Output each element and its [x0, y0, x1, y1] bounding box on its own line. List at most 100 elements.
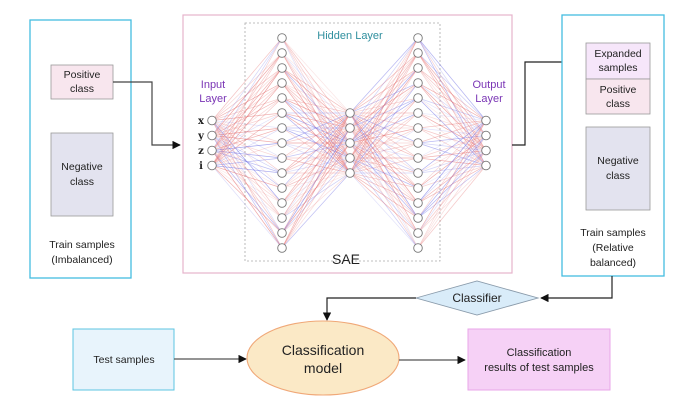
- network-edge: [349, 112, 419, 189]
- input-layer-label: Input: [201, 79, 225, 91]
- hidden-1-node: [277, 138, 287, 148]
- results-label: Classification: [507, 347, 572, 359]
- hidden-1-node: [277, 243, 287, 253]
- network-edge: [417, 112, 487, 136]
- network-edge: [349, 67, 419, 129]
- negative-class-box: Negative class: [50, 132, 114, 217]
- network-edge: [281, 142, 351, 204]
- network-edge: [211, 52, 283, 151]
- network-edge: [349, 127, 419, 144]
- hidden-2-node: [413, 198, 423, 208]
- negative-class-label-2: class: [70, 176, 94, 188]
- network-edge: [417, 135, 487, 204]
- network-edge: [417, 165, 487, 204]
- network-edge: [281, 127, 351, 159]
- right-negative-class-label-2: class: [606, 170, 630, 182]
- network-edge: [417, 150, 487, 159]
- right-caption-line-1: Train samples: [580, 227, 646, 239]
- network-edge: [211, 82, 283, 166]
- positive-class-label: Positive: [64, 69, 101, 81]
- network-edge: [281, 127, 351, 144]
- hidden-2-node: [413, 93, 423, 103]
- network-edge: [417, 142, 487, 166]
- hidden-1-node: [277, 93, 287, 103]
- network-edge: [417, 120, 487, 189]
- network-edge: [281, 127, 351, 144]
- network-edge: [211, 165, 283, 174]
- network-edge: [417, 67, 487, 151]
- network-edge: [349, 52, 419, 114]
- network-edge: [281, 127, 351, 204]
- network-edge: [211, 127, 283, 136]
- network-edge: [417, 82, 487, 166]
- hidden-1-node: [277, 33, 287, 43]
- hidden-1-node: [277, 198, 287, 208]
- network-edge: [349, 112, 419, 174]
- network-edge: [281, 82, 351, 114]
- expanded-samples-label-2: samples: [598, 62, 637, 74]
- network-edge: [211, 82, 283, 121]
- output-node: [481, 115, 491, 126]
- right-negative-class-box: Negative class: [585, 126, 651, 211]
- arrow-to-expanded: [512, 57, 583, 146]
- network-edge: [281, 127, 351, 219]
- network-edge: [417, 120, 487, 249]
- network-edge: [281, 142, 351, 249]
- network-edge: [211, 52, 283, 121]
- network-edge: [417, 52, 487, 121]
- test-samples-box: Test samples: [72, 328, 175, 391]
- right-positive-class-label: Positive: [600, 84, 637, 96]
- network-edge: [349, 97, 419, 144]
- network-edge: [417, 135, 487, 174]
- network-edge: [417, 135, 487, 249]
- classifier-label: Classifier: [452, 291, 501, 305]
- input-var-z: z: [198, 146, 204, 157]
- network-edge: [281, 142, 351, 189]
- hidden-1-node: [277, 213, 287, 223]
- network-edge: [281, 112, 351, 189]
- network-edge: [349, 172, 419, 234]
- network-edge: [349, 142, 419, 219]
- hidden-1-node: [277, 63, 287, 73]
- hidden-2-node: [413, 108, 423, 118]
- bottleneck-node: [345, 123, 355, 133]
- network-edge: [349, 142, 419, 159]
- hidden-layer-box: [244, 22, 441, 262]
- hidden-2-node: [413, 48, 423, 58]
- output-layer-label: Output: [472, 79, 505, 91]
- network-edge: [211, 165, 283, 234]
- hidden-2-node: [413, 153, 423, 163]
- right-positive-class-label-2: class: [606, 98, 630, 110]
- network-edge: [349, 127, 419, 249]
- network-edge: [281, 112, 351, 204]
- network-edge: [349, 82, 419, 174]
- arrow-to-model: [322, 297, 416, 321]
- input-node: [207, 160, 217, 171]
- network-edge: [211, 67, 283, 136]
- network-edge: [417, 120, 487, 204]
- network-edge: [281, 127, 351, 249]
- network-edge: [417, 37, 487, 121]
- network-edge: [417, 82, 487, 121]
- hidden-1-node: [277, 183, 287, 193]
- network-edge: [281, 112, 351, 234]
- network-edge: [349, 82, 419, 159]
- right-caption-line-2: (Relative: [592, 242, 634, 254]
- network-edge: [281, 52, 351, 159]
- sae-panel: Hidden Layer Input Layer Output Layer x …: [182, 14, 513, 274]
- network-edge: [281, 37, 351, 129]
- network-edge: [281, 157, 351, 249]
- network-edge: [281, 52, 351, 114]
- network-edge: [349, 97, 419, 159]
- hidden-2-node: [413, 138, 423, 148]
- network-edge: [349, 37, 419, 114]
- network-edge: [417, 150, 487, 189]
- network-edge: [349, 127, 419, 159]
- network-edge: [211, 165, 283, 204]
- bottleneck-node: [345, 153, 355, 163]
- network-edge: [281, 67, 351, 144]
- classification-results-box: Classification results of test samples: [467, 328, 611, 391]
- results-label-2: results of test samples: [484, 362, 594, 374]
- network-edge: [417, 120, 487, 219]
- network-edge: [211, 97, 283, 166]
